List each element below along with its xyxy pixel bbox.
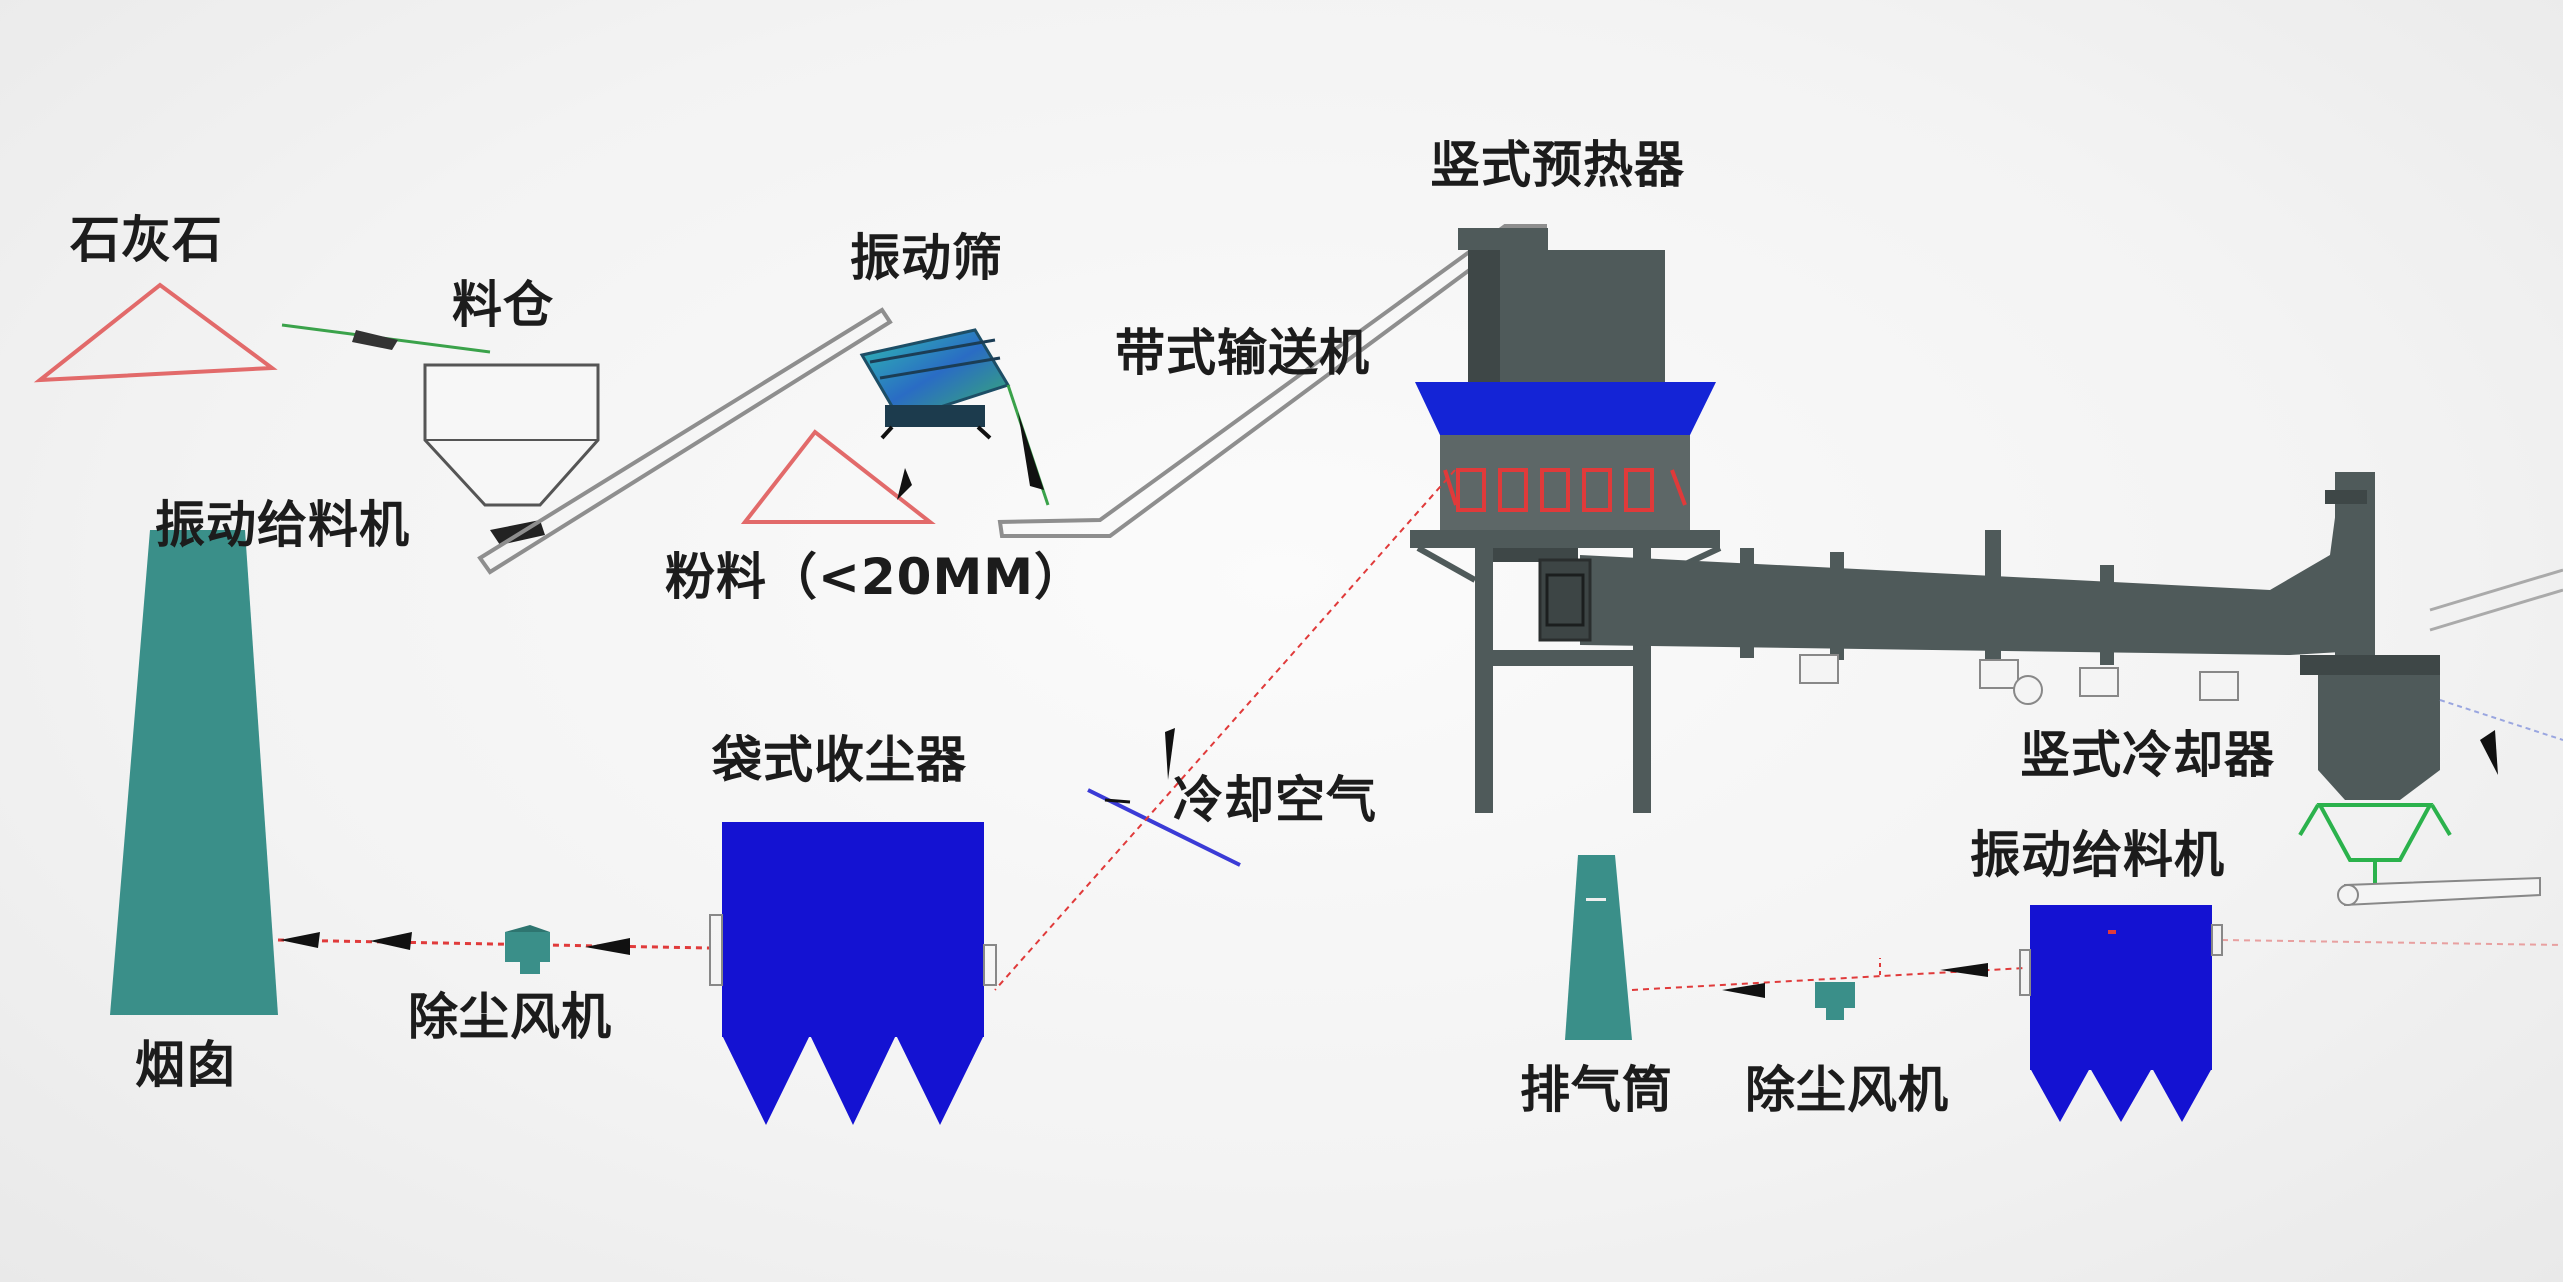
label-vertical-cooler: 竖式冷却器: [2020, 726, 2275, 784]
label-exhaust-stack: 排气筒: [1520, 1061, 1673, 1119]
label-belt-conveyor: 带式输送机: [1115, 324, 1370, 382]
feed-conveyor-icon: [281, 323, 491, 354]
fine-material-pile-icon: [740, 429, 936, 524]
silo-icon: [423, 363, 600, 507]
label-vertical-preheater: 竖式预热器: [1430, 136, 1685, 194]
label-vibrating-screen: 振动筛: [850, 229, 1003, 287]
flue-line-left-icon: [277, 932, 711, 955]
bag-dust-collector-icon: [709, 822, 997, 1125]
label-vibrating-feeder-left: 振动给料机: [155, 496, 410, 554]
chimney-icon: [110, 530, 278, 1015]
limestone-pile-icon: [33, 282, 278, 383]
flue-line-right-icon: [1631, 939, 2563, 998]
rotary-kiln-icon: [1538, 480, 2375, 705]
label-dust-fan-left: 除尘风机: [408, 988, 612, 1046]
label-fine-material: 粉料（<20MM）: [665, 548, 1085, 606]
label-bag-dust-collector: 袋式收尘器: [712, 731, 967, 789]
label-vibrating-feeder-right: 振动给料机: [1970, 826, 2225, 884]
label-dust-fan-right: 除尘风机: [1745, 1061, 1949, 1119]
dust-fan-right-icon: [1815, 982, 1855, 1020]
label-cooling-air: 冷却空气: [1173, 771, 1377, 829]
vertical-preheater-icon: [1410, 228, 1722, 813]
inclined-conveyor-icon: [477, 307, 893, 575]
label-silo: 料仓: [452, 276, 554, 334]
exhaust-stack-icon: [1565, 855, 1632, 1040]
dust-fan-left-icon: [505, 925, 550, 974]
bag-dust-collector-right-icon: [2019, 905, 2223, 1122]
label-limestone: 石灰石: [70, 211, 223, 269]
flue-gas-line-icon: [994, 469, 1456, 991]
vibrating-screen-icon: [859, 328, 1050, 506]
vertical-cooler-icon: [2298, 472, 2563, 907]
drop-arrow-fine-icon: [897, 468, 912, 500]
label-chimney: 烟囱: [135, 1036, 237, 1094]
cooling-air-line-icon: [1087, 728, 1241, 867]
